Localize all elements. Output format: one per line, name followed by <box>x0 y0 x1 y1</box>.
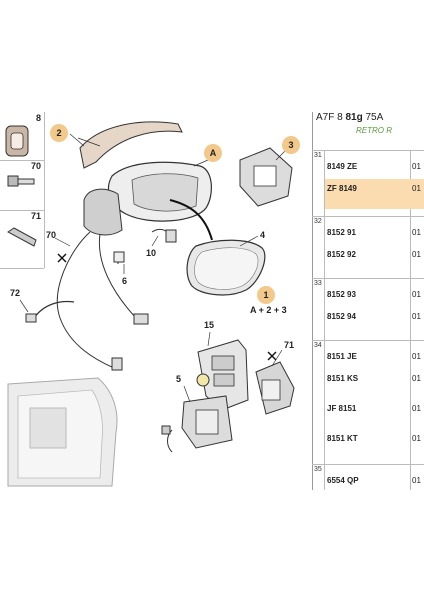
part-ref[interactable]: 8151 JE <box>327 352 357 361</box>
part-ref[interactable]: 8152 92 <box>327 250 356 259</box>
label-71: 71 <box>284 340 295 350</box>
part-ref[interactable]: 8151 KS <box>327 374 359 383</box>
ref-group-35: 35 <box>312 464 424 491</box>
callout-2: 2 <box>50 124 68 142</box>
label-15: 15 <box>204 320 215 330</box>
label-6: 6 <box>122 276 128 286</box>
part-qty: 01 <box>412 312 421 321</box>
ref-group-33: 33 <box>312 278 424 341</box>
part-qty: 01 <box>412 404 421 413</box>
bolt-part-icon <box>7 175 35 187</box>
part-qty: 01 <box>412 250 421 259</box>
reference-column <box>312 112 424 490</box>
section-title: RETRO R <box>356 126 392 135</box>
part-qty: 01 <box>412 184 421 193</box>
part-qty: 01 <box>412 476 421 485</box>
group-divider <box>324 150 325 490</box>
row-highlight <box>325 179 424 209</box>
part-qty: 01 <box>412 374 421 383</box>
thumbnail-number: 8 <box>35 113 41 123</box>
label-70: 70 <box>46 230 57 240</box>
thumbnail-number: 71 <box>30 211 41 221</box>
label-4: 4 <box>260 230 266 240</box>
thumbnail-8: 8 <box>0 112 44 161</box>
grommet-part-icon <box>5 125 29 157</box>
qty-divider <box>410 150 411 490</box>
label-72: 72 <box>10 288 21 298</box>
label-10: 10 <box>146 248 157 258</box>
part-qty: 01 <box>412 228 421 237</box>
thumbnail-number: 70 <box>30 161 41 171</box>
part-ref[interactable]: ZF 8149 <box>327 184 357 193</box>
thumbnail-70: 70 <box>0 160 44 211</box>
thumbnail-71: 71 <box>0 210 44 269</box>
part-qty: 01 <box>412 434 421 443</box>
part-qty: 01 <box>412 352 421 361</box>
part-ref[interactable]: 8152 93 <box>327 290 356 299</box>
part-ref[interactable]: JF 8151 <box>327 404 357 413</box>
part-qty: 01 <box>412 290 421 299</box>
part-ref[interactable]: 8152 94 <box>327 312 356 321</box>
assembly-formula: A + 2 + 3 <box>250 305 287 315</box>
part-thumbnail-column: 8 70 71 <box>0 112 45 269</box>
catalog-header: A7F 8 81g 75A <box>316 112 384 123</box>
part-ref[interactable]: 8151 KT <box>327 434 358 443</box>
callout-A: A <box>204 144 222 162</box>
ref-group-31: 31 <box>312 150 424 217</box>
label-5: 5 <box>176 374 182 384</box>
callout-1: 1 <box>257 286 275 304</box>
ref-group-34: 34 <box>312 340 424 465</box>
screw-part-icon <box>7 227 37 247</box>
callout-3: 3 <box>282 136 300 154</box>
part-ref[interactable]: 6554 QP <box>327 476 359 485</box>
part-ref[interactable]: 8152 91 <box>327 228 356 237</box>
part-qty: 01 <box>412 162 421 171</box>
part-ref[interactable]: 8149 ZE <box>327 162 358 171</box>
ref-group-32: 32 <box>312 216 424 279</box>
